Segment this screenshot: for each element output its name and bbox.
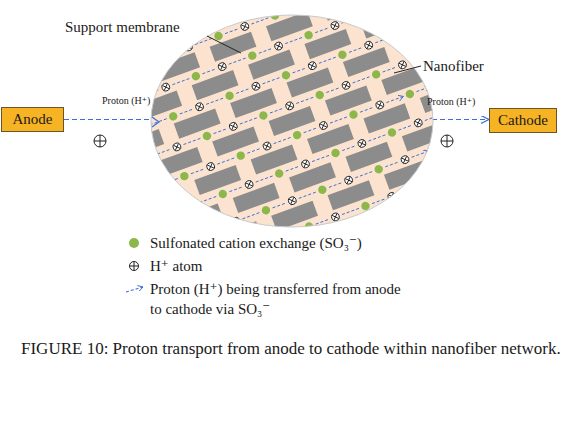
part-label: Proton (H⁺) bbox=[427, 96, 475, 108]
electrode-box: Anode bbox=[1, 107, 64, 132]
membrane-ellipse bbox=[58, 0, 525, 310]
part-label: Nanofiber bbox=[423, 58, 484, 75]
legend-arrow-sample bbox=[126, 287, 143, 292]
membrane-outline bbox=[151, 15, 433, 227]
electrode-label: Cathode bbox=[498, 112, 548, 129]
electrode-label: Anode bbox=[13, 111, 53, 128]
proton-path bbox=[64, 119, 489, 120]
part-label: Support membrane bbox=[65, 19, 180, 36]
electrode-box: Cathode bbox=[489, 108, 557, 133]
legend-text: Sulfonated cation exchange (SO₃⁻) bbox=[150, 233, 480, 253]
leader-line bbox=[394, 66, 421, 73]
proton-symbol bbox=[441, 135, 453, 147]
entry-arrowhead bbox=[152, 117, 159, 127]
legend-text: H⁺ atom bbox=[150, 256, 450, 276]
legend-text: Proton (H⁺) being transferred from anode… bbox=[150, 279, 412, 319]
leader-line bbox=[207, 36, 241, 53]
figure-caption: FIGURE 10: Proton transport from anode t… bbox=[21, 337, 569, 360]
edge-label: Proton (H⁺) bbox=[102, 95, 150, 107]
legend-swatch bbox=[129, 238, 139, 248]
fiber-network bbox=[58, 0, 525, 310]
proton-symbol bbox=[94, 135, 106, 147]
legend-proton-sample bbox=[130, 262, 139, 271]
